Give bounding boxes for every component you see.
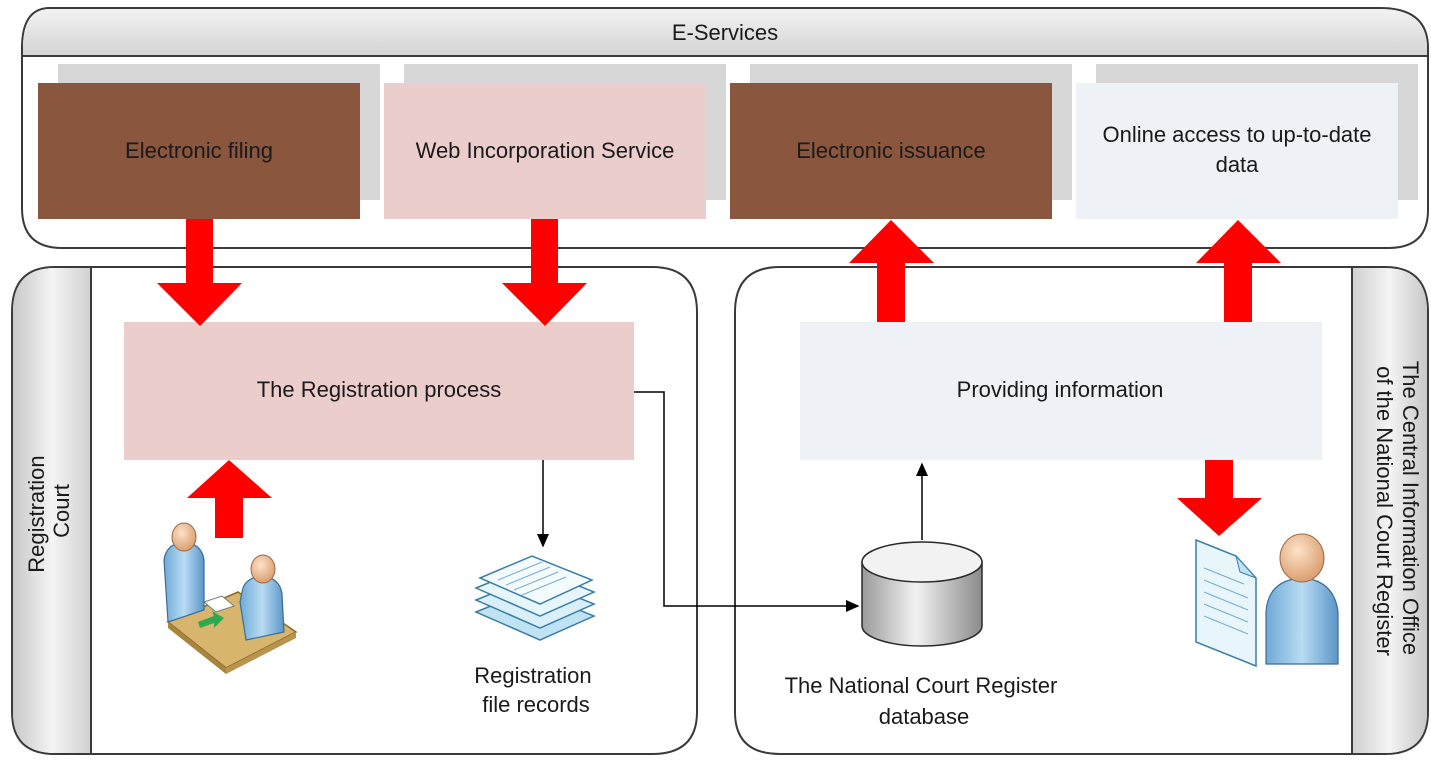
registration-court-label: Registration Court [24,449,74,573]
database-label-line: database [879,704,970,729]
registration-process-label: The Registration process [257,377,502,402]
service-label: Online access to up-to-date [1102,122,1371,147]
arrow-up-clerks [187,460,272,538]
database-label-line: The National Court Register [785,673,1058,698]
eservices-title: E-Services [672,20,778,45]
service-electronic-issuance: Electronic issuance [730,83,1052,219]
side-label-line: The Central Information Office [1398,361,1423,655]
records-label: Registration file records [474,663,598,717]
arrow-down-user [1177,460,1262,536]
service-web-incorporation: Web Incorporation Service [384,83,706,219]
connector-lines [537,391,928,612]
side-label-line: of the National Court Register [1372,366,1397,656]
registration-process-box: The Registration process [124,322,634,460]
service-label: data [1216,152,1260,177]
records-stack-icon [474,555,596,641]
central-office-label: The Central Information Office of the Na… [1372,361,1423,661]
clerks-desk-icon [163,522,298,674]
records-label-line: Registration [474,663,591,688]
arrow-down-web-incorporation [502,219,587,326]
arrow-up-issuance [849,220,934,322]
side-label-line: Registration [24,455,49,572]
red-arrows [157,219,1281,538]
arrow-down-filing [157,219,242,326]
service-online-access: Online access to up-to-date data [1076,83,1398,219]
user-document-icon [1195,533,1339,668]
records-label-line: file records [482,692,590,717]
service-label: Electronic filing [125,138,273,163]
database-label: The National Court Register database [785,673,1064,729]
providing-information-label: Providing information [957,377,1164,402]
service-label: Web Incorporation Service [416,138,675,163]
side-label-line: Court [49,484,74,538]
providing-information-box: Providing information [800,322,1322,460]
arrow-up-online-access [1196,220,1281,322]
service-electronic-filing: Electronic filing [38,83,360,219]
database-icon [861,541,983,647]
connector-process-to-database [634,391,860,612]
service-label: Electronic issuance [796,138,986,163]
